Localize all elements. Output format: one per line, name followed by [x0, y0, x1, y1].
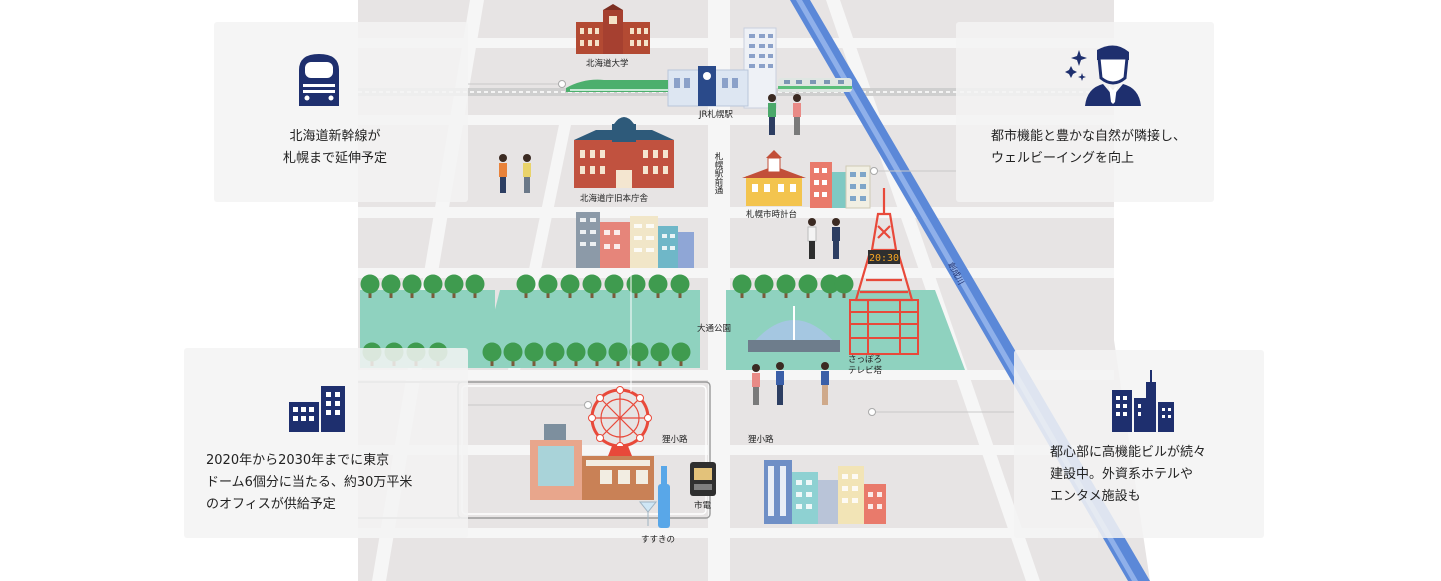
tree — [482, 342, 502, 366]
people — [499, 94, 840, 405]
tree — [834, 274, 854, 298]
label-old-government: 北海道庁旧本庁舎 — [580, 194, 649, 204]
callout-text-shinkansen: 北海道新幹線が 札幌まで延伸予定 — [282, 129, 387, 166]
tram-car — [690, 462, 716, 496]
callout-card-nature — [956, 22, 1214, 202]
shinkansen-train — [566, 79, 668, 92]
downtown-buildings-center — [576, 212, 694, 268]
hokkaido-university-building — [576, 4, 650, 54]
label-tanukikoji-east: 狸小路 — [748, 435, 774, 445]
label-tanukikoji-west: 狸小路 — [662, 435, 688, 445]
label-odori-park: 大通公園 — [697, 324, 732, 334]
tv-tower-clock-panel — [868, 250, 900, 264]
person — [523, 154, 531, 193]
tree — [560, 274, 580, 298]
label-susukino: すすきの — [641, 535, 676, 545]
person — [768, 94, 776, 135]
tree — [798, 274, 818, 298]
person — [776, 362, 784, 405]
old-hokkaido-government-building — [574, 117, 674, 188]
label-jr-sapporo: JR札幌駅 — [699, 110, 733, 120]
local-train — [778, 78, 852, 92]
person — [793, 94, 801, 135]
tree — [566, 342, 586, 366]
person — [499, 154, 507, 193]
person — [821, 362, 829, 405]
tree — [608, 342, 628, 366]
tree — [670, 274, 690, 298]
label-tv-tower: さっぽろ テレビ塔 — [848, 355, 883, 376]
tv-tower-base — [849, 299, 919, 355]
odori-fountain — [748, 306, 840, 352]
tree — [650, 342, 670, 366]
label-tram: 市電 — [694, 501, 712, 511]
label-station-street: 札幌駅前通 — [713, 152, 723, 195]
office-building-icon — [289, 386, 345, 432]
downtown-buildings-north — [810, 162, 871, 209]
tree — [604, 274, 624, 298]
sapporo-clock-tower — [742, 150, 806, 206]
tree — [538, 274, 558, 298]
tree — [503, 342, 523, 366]
tree — [516, 274, 536, 298]
jr-sapporo-station — [667, 27, 777, 109]
callout-text-highrise: 都心部に高機能ビルが続々 建設中。外資系ホテルや エンタメ施設も — [1050, 445, 1207, 504]
callout-card-shinkansen — [214, 22, 468, 202]
susukino-buildings — [530, 424, 654, 500]
downtown-buildings-south — [764, 460, 886, 524]
tree — [465, 274, 485, 298]
shinkansen-train-icon — [299, 54, 339, 106]
susukino-bottle — [638, 466, 670, 528]
label-clock-tower: 札幌市時計台 — [746, 210, 798, 220]
tree — [776, 274, 796, 298]
callout-card-office — [184, 348, 468, 538]
skyscraper-icon — [1112, 370, 1174, 432]
person — [807, 218, 817, 259]
tree — [402, 274, 422, 298]
callout-connectors — [468, 80, 1014, 416]
tree — [732, 274, 752, 298]
tree — [820, 274, 840, 298]
callout-text-office: 2020年から2030年までに東京 ドーム6個分に当たる、約30万平米 のオフィ… — [206, 453, 413, 512]
tree — [582, 274, 602, 298]
label-hokkaido-university: 北海道大学 — [586, 59, 629, 69]
tree — [754, 274, 774, 298]
callout-text-nature: 都市機能と豊かな自然が隣接し、 ウェルビーイングを向上 — [991, 129, 1187, 166]
tree — [587, 342, 607, 366]
callout-card-highrise — [1014, 350, 1264, 538]
person — [832, 218, 840, 259]
tree — [524, 342, 544, 366]
tree — [381, 274, 401, 298]
tree — [545, 342, 565, 366]
tree — [629, 342, 649, 366]
tree — [423, 274, 443, 298]
tv-tower-clock-text: 20:30 — [869, 253, 899, 264]
tree — [444, 274, 464, 298]
businessman-icon — [1065, 45, 1141, 106]
tree — [360, 274, 380, 298]
tree — [671, 342, 691, 366]
person — [752, 364, 760, 405]
tree — [648, 274, 668, 298]
